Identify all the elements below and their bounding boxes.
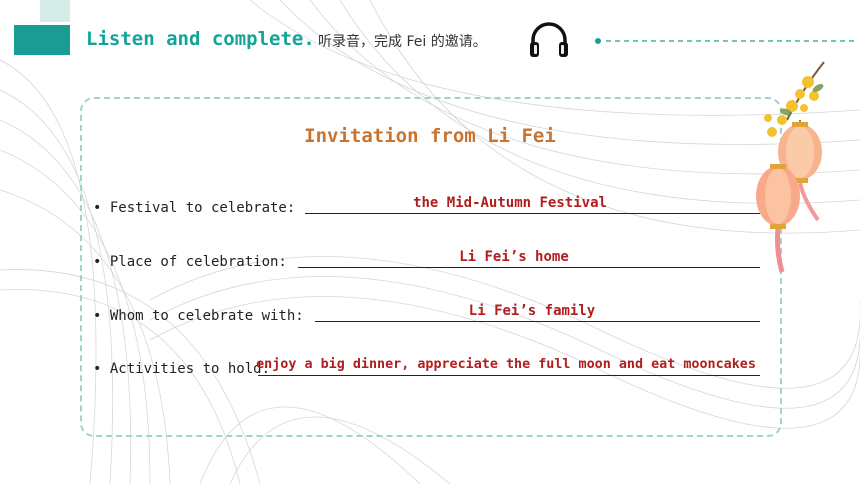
headphones-icon[interactable]	[527, 20, 571, 60]
whom-blank-line	[315, 321, 760, 322]
activities-answer[interactable]: enjoy a big dinner, appreciate the full …	[256, 357, 756, 372]
page-title: Listen and complete.	[86, 28, 315, 50]
header-dashed-line	[595, 38, 856, 44]
corner-decoration	[40, 0, 70, 22]
header-accent-bar	[14, 25, 70, 55]
whom-label: • Whom to celebrate with:	[93, 308, 304, 324]
place-blank-line	[298, 267, 760, 268]
invitation-title: Invitation from Li Fei	[304, 125, 556, 147]
place-answer[interactable]: Li Fei’s home	[459, 249, 569, 265]
festival-label: • Festival to celebrate:	[93, 200, 296, 216]
page-subtitle-cn: 听录音，完成 Fei 的邀请。	[318, 34, 487, 50]
festival-answer[interactable]: the Mid-Autumn Festival	[413, 195, 607, 211]
place-label: • Place of celebration:	[93, 254, 287, 270]
festival-blank-line	[305, 213, 760, 214]
whom-answer[interactable]: Li Fei’s family	[468, 303, 596, 319]
lantern-decoration	[756, 61, 825, 273]
activities-blank-line	[258, 375, 760, 376]
activities-label: • Activities to hold:	[93, 361, 271, 377]
